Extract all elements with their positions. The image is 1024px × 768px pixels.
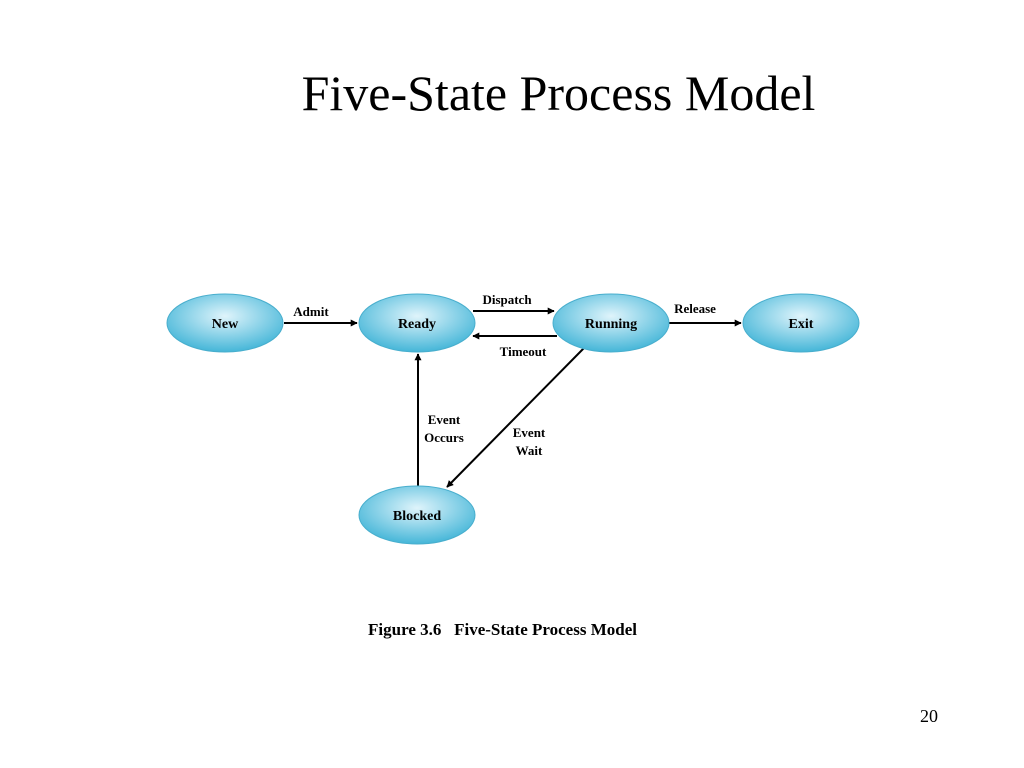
transition-admit-label: Admit	[293, 304, 329, 319]
state-new-label: New	[212, 317, 239, 332]
transition-dispatch-label: Dispatch	[482, 292, 532, 307]
state-blocked-node	[358, 485, 476, 545]
state-blocked-label: Blocked	[393, 509, 441, 524]
transition-event-wait-line2: Wait	[516, 443, 543, 458]
page-number: 20	[920, 706, 938, 726]
transition-timeout-label: Timeout	[500, 344, 547, 359]
arrow-event-wait	[446, 347, 585, 488]
figure-caption: Figure 3.6 Five-State Process Model	[368, 620, 637, 639]
transition-release-label: Release	[674, 301, 716, 316]
state-ready-node	[358, 293, 476, 353]
state-running-node	[552, 293, 670, 353]
transition-event-occurs-line2: Occurs	[424, 430, 464, 445]
state-new-node	[166, 293, 284, 353]
transition-event-wait-line1: Event	[513, 425, 546, 440]
state-exit-node	[742, 293, 860, 353]
slide-title: Five-State Process Model	[301, 65, 816, 121]
state-ready-label: Ready	[398, 317, 436, 332]
state-running-label: Running	[585, 317, 637, 332]
state-exit-label: Exit	[789, 317, 814, 332]
transition-event-occurs-line1: Event	[428, 412, 461, 427]
